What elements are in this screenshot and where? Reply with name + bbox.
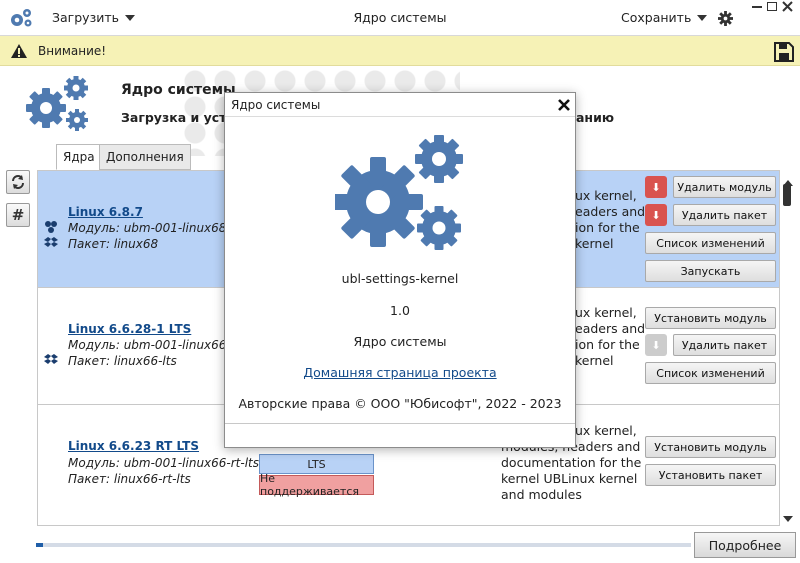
save-label: Сохранить	[621, 10, 692, 25]
terminal-button[interactable]: #	[6, 203, 30, 227]
kernel-name-link[interactable]: Linux 6.8.7	[68, 205, 143, 219]
package-icon	[44, 354, 58, 364]
tab-addons[interactable]: Дополнения	[99, 144, 191, 170]
download-grey-icon: ⬇	[645, 334, 667, 356]
page-title: Ядро системы	[121, 82, 236, 98]
load-label: Загрузить	[52, 10, 119, 25]
install-module-button[interactable]: Установить модуль	[645, 436, 776, 458]
load-menu-button[interactable]: Загрузить	[52, 10, 135, 25]
minimize-button[interactable]	[752, 6, 762, 8]
close-icon[interactable]	[558, 99, 570, 111]
header-bar: Загрузить Ядро системы Сохранить	[0, 0, 800, 36]
unsupported-badge: Не поддерживается	[259, 472, 374, 498]
details-button[interactable]: Подробнее	[694, 532, 796, 558]
remove-package-button[interactable]: Удалить пакет	[673, 334, 776, 356]
module-icon	[45, 221, 57, 233]
window-title: Ядро системы	[353, 10, 447, 25]
page-subtitle-start: Загрузка и устан	[121, 110, 244, 125]
install-module-button[interactable]: Установить модуль	[645, 307, 776, 329]
tab-kernels[interactable]: Ядра	[56, 144, 102, 170]
kernel-module: Модуль: ubm-001-linux68	[68, 221, 227, 235]
kernel-row[interactable]: Linux 6.6.28-1 LTS Модуль: ubm-001-linux…	[38, 288, 779, 405]
chevron-down-icon	[697, 14, 708, 21]
dialog-titlebar: Ядро системы	[225, 93, 575, 117]
kernel-package: Пакет: linux68	[68, 237, 159, 251]
settings-gears-icon	[26, 76, 88, 131]
dialog-footer	[225, 423, 575, 447]
save-menu-button[interactable]: Сохранить	[621, 10, 708, 25]
dialog-version: 1.0	[390, 303, 410, 318]
close-icon[interactable]	[782, 1, 793, 12]
install-package-button[interactable]: Установить пакет	[645, 464, 776, 486]
kernel-module: Модуль: ubm-001-linux66-l	[68, 338, 235, 352]
warning-text: Внимание!	[38, 44, 107, 58]
warning-icon	[11, 44, 27, 58]
refresh-icon	[12, 175, 24, 189]
kernel-package: Пакет: linux66-rt-lts	[68, 472, 191, 486]
app-logo-icon	[11, 9, 32, 27]
hash-icon: #	[11, 206, 25, 224]
progress-bar	[36, 543, 691, 547]
lts-badge: LTS	[259, 454, 374, 474]
remove-package-button[interactable]: Удалить пакет	[673, 204, 776, 226]
progress-fill	[36, 543, 43, 547]
refresh-button[interactable]	[6, 170, 30, 194]
maximize-button[interactable]	[767, 2, 777, 11]
dialog-app-name: ubl-settings-kernel	[341, 271, 459, 286]
download-red-icon: ⬇	[645, 204, 667, 226]
scroll-up-icon[interactable]	[783, 180, 793, 186]
changelog-button[interactable]: Список изменений	[645, 232, 776, 254]
dialog-title: Ядро системы	[231, 97, 321, 112]
gear-icon[interactable]	[718, 11, 733, 26]
save-disk-icon[interactable]	[773, 41, 795, 63]
kernel-name-link[interactable]: Linux 6.6.23 RT LTS	[68, 439, 200, 453]
download-red-icon: ⬇	[645, 176, 667, 198]
homepage-link[interactable]: Домашняя страница проекта	[303, 365, 497, 380]
homepage-link-wrap: Домашняя страница проекта	[225, 365, 575, 380]
kernel-package: Пакет: linux66-lts	[68, 354, 177, 368]
package-icon	[44, 237, 58, 247]
chevron-down-icon	[125, 14, 135, 21]
app-gears-icon	[335, 135, 463, 250]
list-scrollbar[interactable]	[781, 180, 795, 526]
kernel-list: Linux 6.8.7 Модуль: ubm-001-linux68 Паке…	[37, 170, 780, 526]
warning-bar: Внимание!	[0, 36, 800, 66]
about-dialog: Ядро системы ubl-settings-kernel 1.0 Ядр…	[224, 92, 576, 448]
remove-module-button[interactable]: Удалить модуль	[673, 176, 776, 198]
scroll-thumb[interactable]	[783, 184, 791, 206]
scroll-down-icon[interactable]	[783, 516, 793, 522]
dialog-copyright: Авторские права © ООО "Юбисофт", 2022 - …	[238, 396, 562, 411]
kernel-module: Модуль: ubm-001-linux66-rt-lts	[68, 456, 260, 470]
dialog-description: Ядро системы	[353, 334, 447, 349]
kernel-name-link[interactable]: Linux 6.6.28-1 LTS	[68, 322, 192, 336]
run-button[interactable]: Запускать	[645, 260, 776, 282]
changelog-button[interactable]: Список изменений	[645, 362, 776, 384]
page-subtitle-end: анию	[576, 110, 614, 125]
